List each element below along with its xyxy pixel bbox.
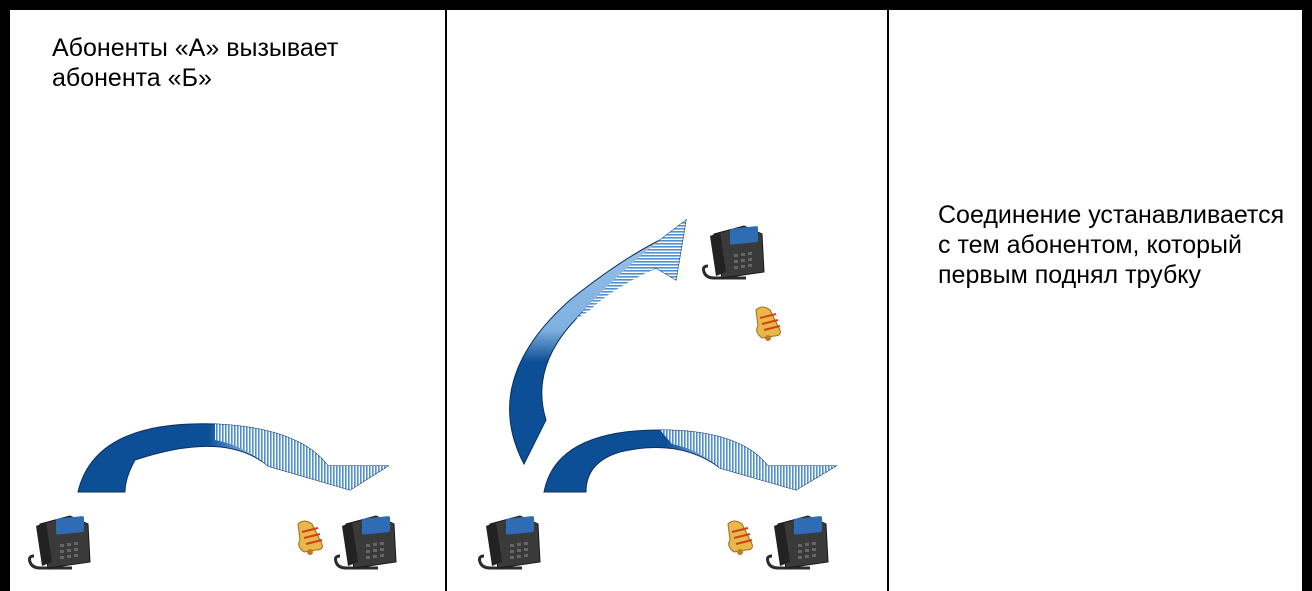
phone-subscriber-b [336,516,397,568]
bell-icon [298,521,322,555]
bell-icon [728,521,752,555]
call-arrow-upper [510,220,686,464]
phone-subscriber-b1 [768,516,829,568]
phone-subscriber-a-panel-2 [480,516,541,568]
bell-icon [756,307,780,341]
call-arrow-a-to-b [78,424,388,492]
panel-3-caption: Соединение устанавливается с тем абонент… [938,200,1298,290]
call-arrow-lower [544,430,836,492]
phone-subscriber-b2 [704,226,765,278]
panel-1-caption: Абоненты «А» вызывает абонента «Б» [52,33,432,93]
phone-subscriber-a [30,516,91,568]
